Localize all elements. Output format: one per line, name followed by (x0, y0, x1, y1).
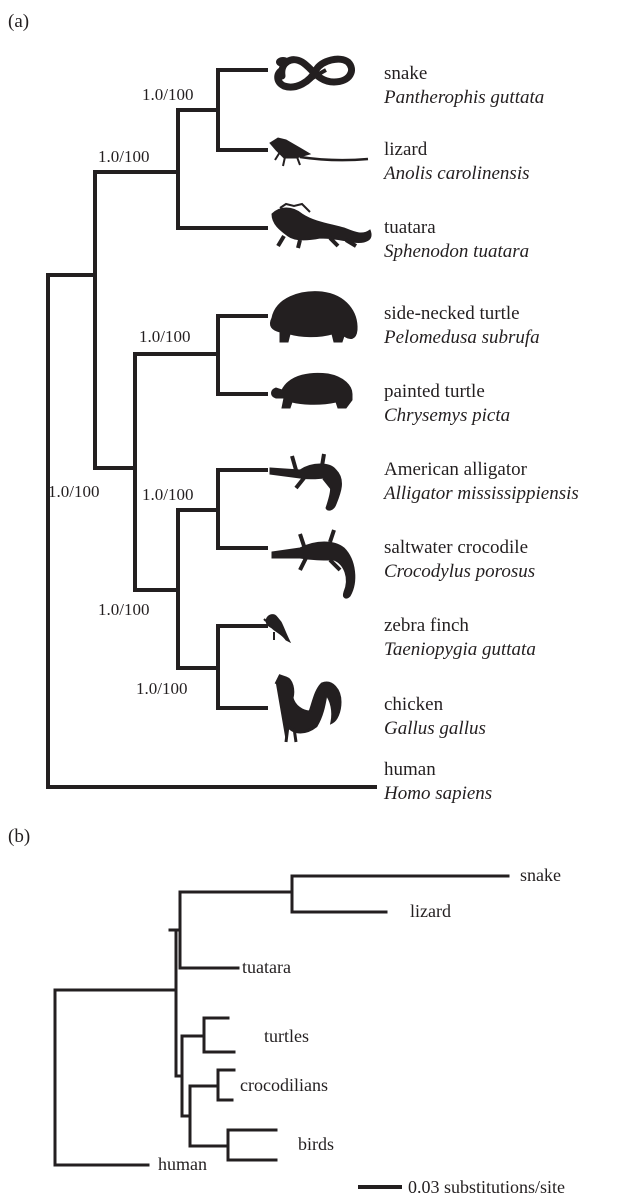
tuatara-silhouette (272, 204, 371, 248)
snake-silhouette (276, 57, 352, 87)
support-turtles: 1.0/100 (139, 327, 190, 346)
branch-b-crocodilians (190, 1070, 234, 1100)
support-birds: 1.0/100 (136, 679, 187, 698)
label-saltwater-crocodile: saltwater crocodile (384, 537, 528, 558)
alligator-silhouette (270, 454, 341, 510)
painted-turtle-silhouette (272, 373, 353, 408)
branch-b-reptilia (55, 930, 176, 1076)
label-b-human: human (158, 1154, 207, 1174)
label-b-birds: birds (298, 1134, 334, 1154)
label-chicken: chicken (384, 694, 444, 715)
label-snake: snake (384, 63, 427, 84)
lizard-silhouette (270, 138, 368, 166)
scale-bar: 0.03 substitutions/site (358, 1177, 565, 1197)
label-tuatara: tuatara (384, 217, 436, 238)
label-american-alligator: American alligator (384, 459, 528, 480)
branch-human (48, 275, 375, 787)
label-b-crocodilians: crocodilians (240, 1075, 328, 1095)
panel-a-label: (a) (8, 11, 29, 32)
label-b-tuatara: tuatara (242, 957, 291, 977)
support-values: 1.0/100 1.0/100 1.0/100 1.0/100 1.0/100 … (48, 85, 193, 698)
branch-reptilia (48, 172, 95, 468)
scale-bar-label: 0.03 substitutions/site (408, 1177, 565, 1197)
label-lizard-scientific: Anolis carolinensis (382, 163, 530, 184)
branch-b-turtles-node (182, 1018, 234, 1052)
label-side-necked-turtle: side-necked turtle (384, 303, 520, 324)
saltwater-crocodile-silhouette (272, 530, 355, 598)
branch-squamata-tuatara (95, 110, 266, 228)
label-b-snake: snake (520, 865, 561, 885)
support-squamates-tuatara: 1.0/100 (98, 147, 149, 166)
label-tuatara-scientific: Sphenodon tuatara (384, 241, 529, 262)
label-american-alligator-scientific: Alligator mississippiensis (382, 483, 579, 504)
label-lizard: lizard (384, 139, 428, 160)
support-snake-lizard: 1.0/100 (142, 85, 193, 104)
zebra-finch-silhouette (264, 615, 290, 642)
label-side-necked-turtle-scientific: Pelomedusa subrufa (383, 327, 540, 348)
label-b-turtles: turtles (264, 1026, 309, 1046)
label-human: human (384, 759, 436, 780)
label-painted-turtle-scientific: Chrysemys picta (384, 405, 510, 426)
label-human-scientific: Homo sapiens (383, 783, 492, 804)
label-painted-turtle: painted turtle (384, 381, 485, 402)
side-necked-turtle-silhouette (270, 292, 357, 342)
branch-crocodilians (178, 470, 266, 548)
support-archosaurs: 1.0/100 (98, 600, 149, 619)
label-zebra-finch: zebra finch (384, 615, 469, 636)
label-saltwater-crocodile-scientific: Crocodylus porosus (384, 561, 535, 582)
panel-b-label: (b) (8, 826, 30, 847)
branch-snake-lizard (178, 70, 266, 150)
branch-archelosauria (95, 354, 135, 590)
tree-a-branches (48, 70, 375, 787)
branch-birds (178, 626, 266, 708)
taxon-labels-a: snake Pantherophis guttata lizard Anolis… (382, 63, 579, 804)
support-crocodilians: 1.0/100 (142, 485, 193, 504)
chicken-silhouette (276, 676, 340, 742)
label-snake-scientific: Pantherophis guttata (383, 87, 544, 108)
branch-b-snake-lizard (180, 876, 508, 912)
branch-archosaurs (135, 510, 178, 668)
support-archelosauria: 1.0/100 (48, 482, 99, 501)
label-b-lizard: lizard (410, 901, 451, 921)
branch-b-human (55, 990, 148, 1165)
label-chicken-scientific: Gallus gallus (384, 718, 486, 739)
tree-b-branches (170, 876, 508, 968)
label-zebra-finch-scientific: Taeniopygia guttata (384, 639, 536, 660)
branch-b-squamata-tuatara (170, 892, 238, 968)
